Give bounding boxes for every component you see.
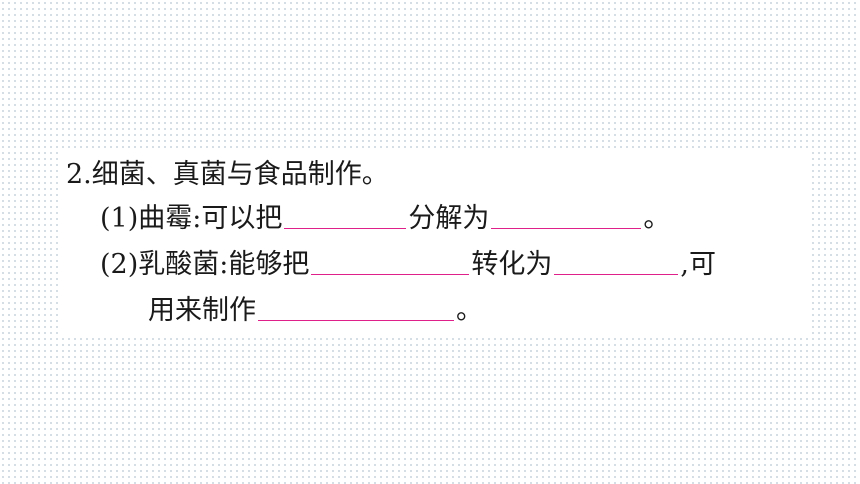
part2-line: (2)乳酸菌:能够把 转化为 ,可	[100, 248, 716, 282]
question-number: 2.	[66, 159, 92, 190]
answer-blank-5[interactable]	[258, 319, 454, 321]
part2-subject: 乳酸菌:能够把	[138, 249, 310, 280]
part2-label: (2)	[100, 249, 139, 280]
question-card: 2.细菌、真菌与食品制作。 (1)曲霉:可以把分解为。 (2)乳酸菌:能够把转化…	[58, 150, 810, 334]
answer-blank-2[interactable]	[491, 227, 642, 229]
part2-middle: 转化为	[471, 249, 553, 280]
part2-cont-start: 用来制作	[148, 295, 256, 326]
part2-cont-end: 。	[456, 295, 483, 326]
question-title: 细菌、真菌与食品制作。	[91, 159, 389, 190]
question-title-line: 2.细菌、真菌与食品制作。	[66, 158, 389, 192]
part1-subject: 曲霉:可以把	[138, 203, 283, 234]
answer-blank-4[interactable]	[554, 273, 679, 275]
answer-blank-3[interactable]	[311, 273, 470, 275]
part1-line: (1)曲霉:可以把 分解为 。	[100, 202, 670, 236]
part1-middle: 分解为	[408, 203, 490, 234]
part1-label: (1)	[100, 203, 139, 234]
answer-blank-1[interactable]	[284, 227, 407, 229]
part1-end: 。	[643, 203, 671, 234]
part2-end: ,可	[680, 249, 716, 280]
part2-continuation-line: 用来制作 。	[148, 294, 483, 328]
